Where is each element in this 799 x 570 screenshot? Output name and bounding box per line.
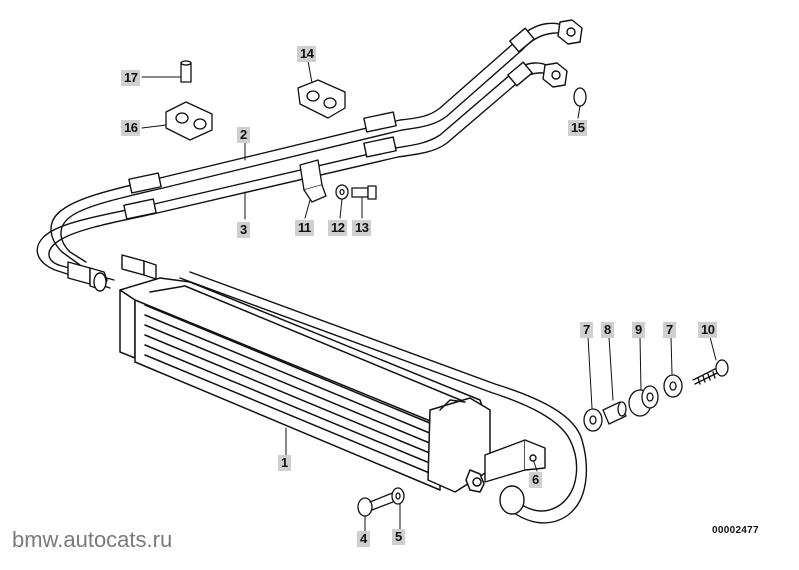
part-label-10: 10 bbox=[698, 322, 718, 338]
bolt-13 bbox=[351, 185, 377, 200]
oil-line-2 bbox=[50, 22, 581, 266]
part-label-12: 12 bbox=[328, 220, 348, 236]
oil-cooler bbox=[119, 277, 491, 493]
part-label-2: 2 bbox=[237, 127, 250, 143]
washer-7b bbox=[663, 374, 683, 398]
clamp-16 bbox=[165, 101, 213, 141]
clamp-14 bbox=[297, 79, 346, 119]
cooler-inlet-fittings bbox=[67, 254, 157, 292]
part-label-16: 16 bbox=[121, 120, 141, 136]
pin-17 bbox=[180, 60, 192, 83]
part-label-1: 1 bbox=[278, 455, 291, 471]
part-label-7a: 7 bbox=[580, 322, 593, 338]
part-label-13: 13 bbox=[352, 220, 372, 236]
rubber-mount-9 bbox=[628, 385, 659, 417]
oil-line-3 bbox=[36, 61, 566, 289]
washer-5 bbox=[391, 487, 405, 505]
bracket-6 bbox=[484, 439, 546, 483]
screw-10 bbox=[692, 359, 729, 385]
hose-end-fittings bbox=[542, 19, 583, 88]
watermark: bmw.autocats.ru bbox=[12, 527, 172, 553]
part-label-3: 3 bbox=[237, 222, 250, 238]
leader-lines bbox=[141, 60, 717, 532]
part-label-11: 11 bbox=[295, 220, 314, 236]
washer-12 bbox=[335, 184, 349, 200]
part-label-15: 15 bbox=[568, 120, 588, 136]
part-label-9: 9 bbox=[632, 322, 645, 338]
watermark-site: bmw. bbox=[12, 527, 64, 552]
washer-7a bbox=[583, 408, 603, 432]
part-label-6: 6 bbox=[529, 472, 542, 488]
part-label-4: 4 bbox=[357, 531, 370, 547]
sleeve-8 bbox=[602, 401, 627, 425]
o-ring-15 bbox=[573, 87, 587, 107]
clip-11 bbox=[299, 159, 327, 203]
drawing-code: 00002477 bbox=[712, 525, 759, 536]
part-label-8: 8 bbox=[601, 322, 614, 338]
part-label-5: 5 bbox=[392, 529, 405, 545]
watermark-domain: autocats.ru bbox=[63, 527, 173, 552]
cooler-return-line bbox=[179, 271, 587, 524]
part-label-7b: 7 bbox=[663, 322, 676, 338]
part-label-17: 17 bbox=[121, 70, 141, 86]
part-label-14: 14 bbox=[297, 46, 317, 62]
